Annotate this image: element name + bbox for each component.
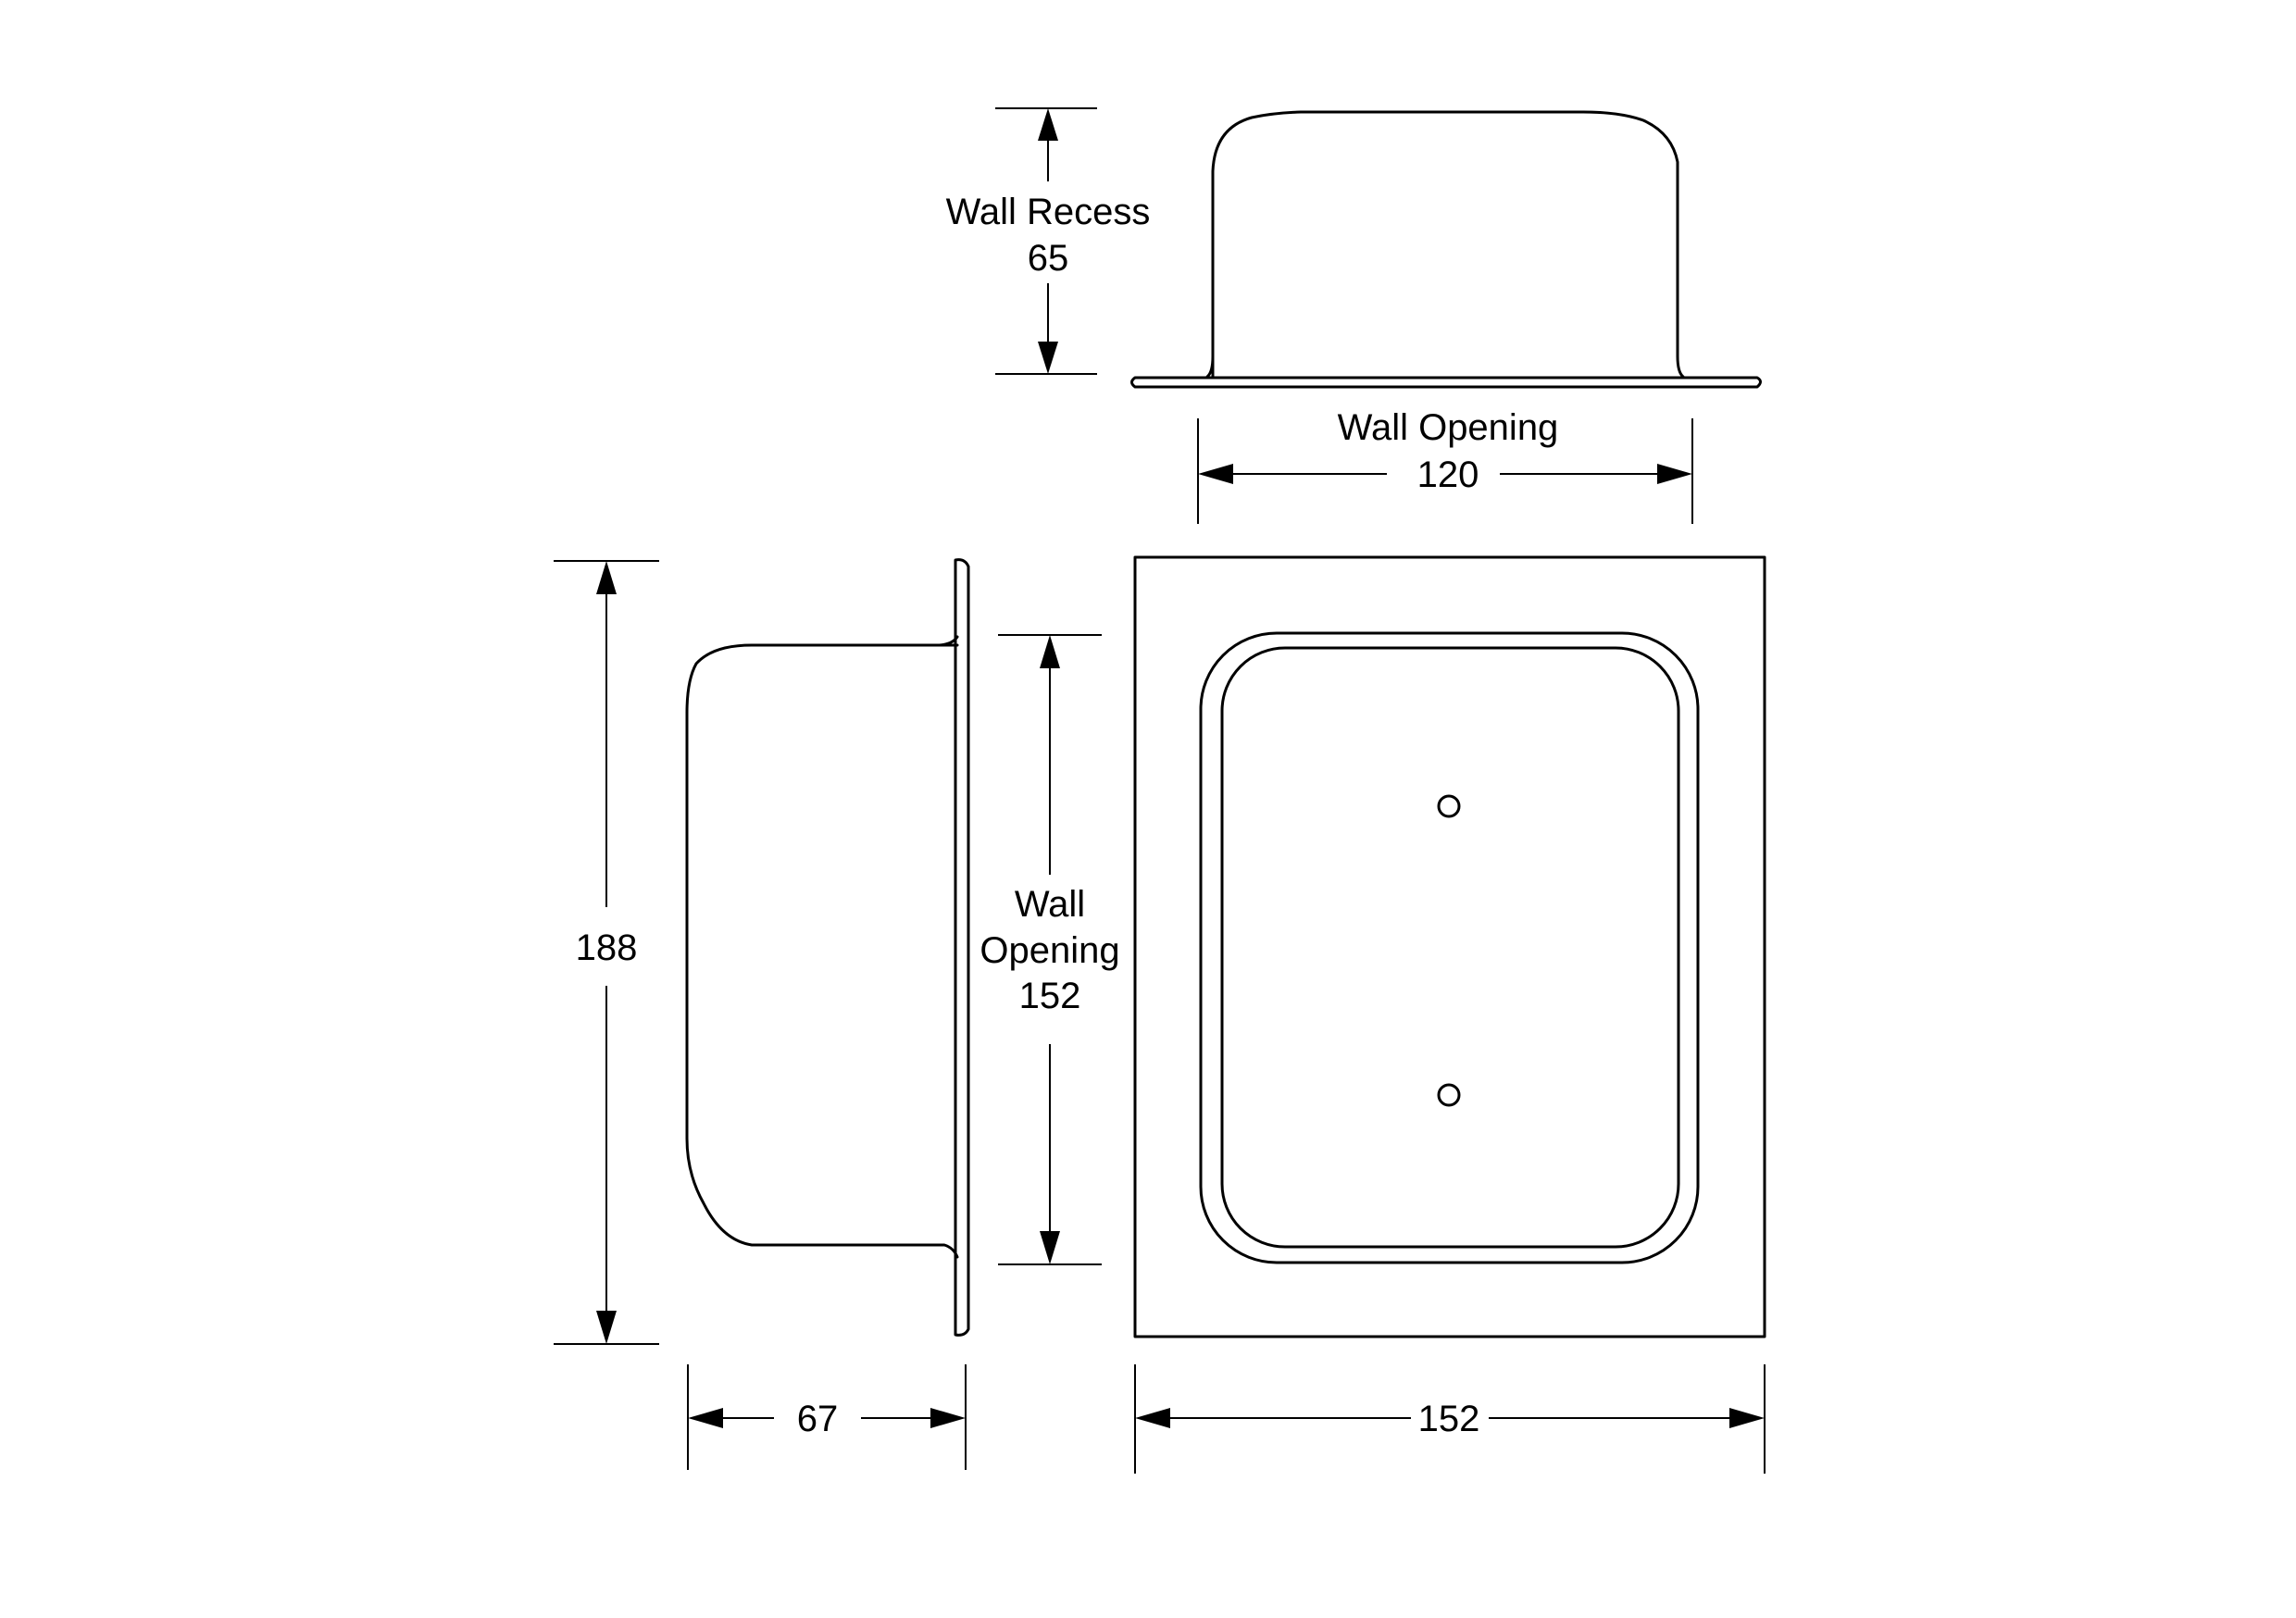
arrow-up — [1040, 635, 1060, 668]
wall-opening-height-label-line2: Opening — [980, 930, 1119, 971]
arrow-up — [1038, 108, 1058, 141]
side-depth-value: 67 — [797, 1399, 839, 1439]
front-view-outer-recess — [1199, 631, 1700, 1264]
front-width-value: 152 — [1418, 1399, 1480, 1439]
front-view-plate — [1133, 555, 1766, 1338]
top-view: Wall Recess 65 Wall Opening 120 — [946, 107, 1762, 524]
arrow-down — [596, 1311, 617, 1344]
wall-recess-value: 65 — [1028, 238, 1069, 279]
wall-opening-height-value: 152 — [1019, 976, 1081, 1016]
wall-opening-width-dimension: Wall Opening 120 — [1197, 407, 1693, 524]
mounting-hole-top — [1437, 794, 1461, 818]
arrow-left — [1198, 464, 1233, 484]
wall-recess-label: Wall Recess — [946, 192, 1151, 232]
side-view-body — [685, 643, 959, 1259]
side-depth-dimension: 67 — [687, 1364, 967, 1470]
arrow-left — [688, 1408, 723, 1428]
arrow-right — [1729, 1408, 1765, 1428]
arrow-down — [1038, 342, 1058, 374]
front-view-inner-recess — [1220, 646, 1680, 1249]
wall-recess-dimension: Wall Recess 65 — [946, 107, 1151, 375]
mounting-hole-bottom — [1437, 1083, 1461, 1107]
arrow-right — [930, 1408, 966, 1428]
front-view: 152 — [1133, 555, 1766, 1474]
side-view-flange — [954, 558, 970, 1337]
arrow-up — [596, 561, 617, 594]
wall-opening-height-label-line1: Wall — [1015, 884, 1085, 925]
front-width-dimension: 152 — [1134, 1364, 1766, 1474]
arrow-right — [1657, 464, 1692, 484]
wall-opening-height-dimension: Wall Opening 152 — [980, 634, 1120, 1265]
total-height-dimension: 188 — [554, 560, 659, 1345]
arrow-left — [1135, 1408, 1170, 1428]
side-view: 188 67 — [554, 558, 970, 1470]
wall-opening-width-value: 120 — [1417, 454, 1479, 495]
arrow-down — [1040, 1231, 1060, 1264]
wall-opening-width-label: Wall Opening — [1338, 407, 1559, 448]
total-height-value: 188 — [576, 927, 638, 968]
top-view-flange — [1130, 376, 1762, 389]
top-view-body — [1211, 110, 1685, 379]
top-view-left-shoulder — [1205, 355, 1215, 379]
